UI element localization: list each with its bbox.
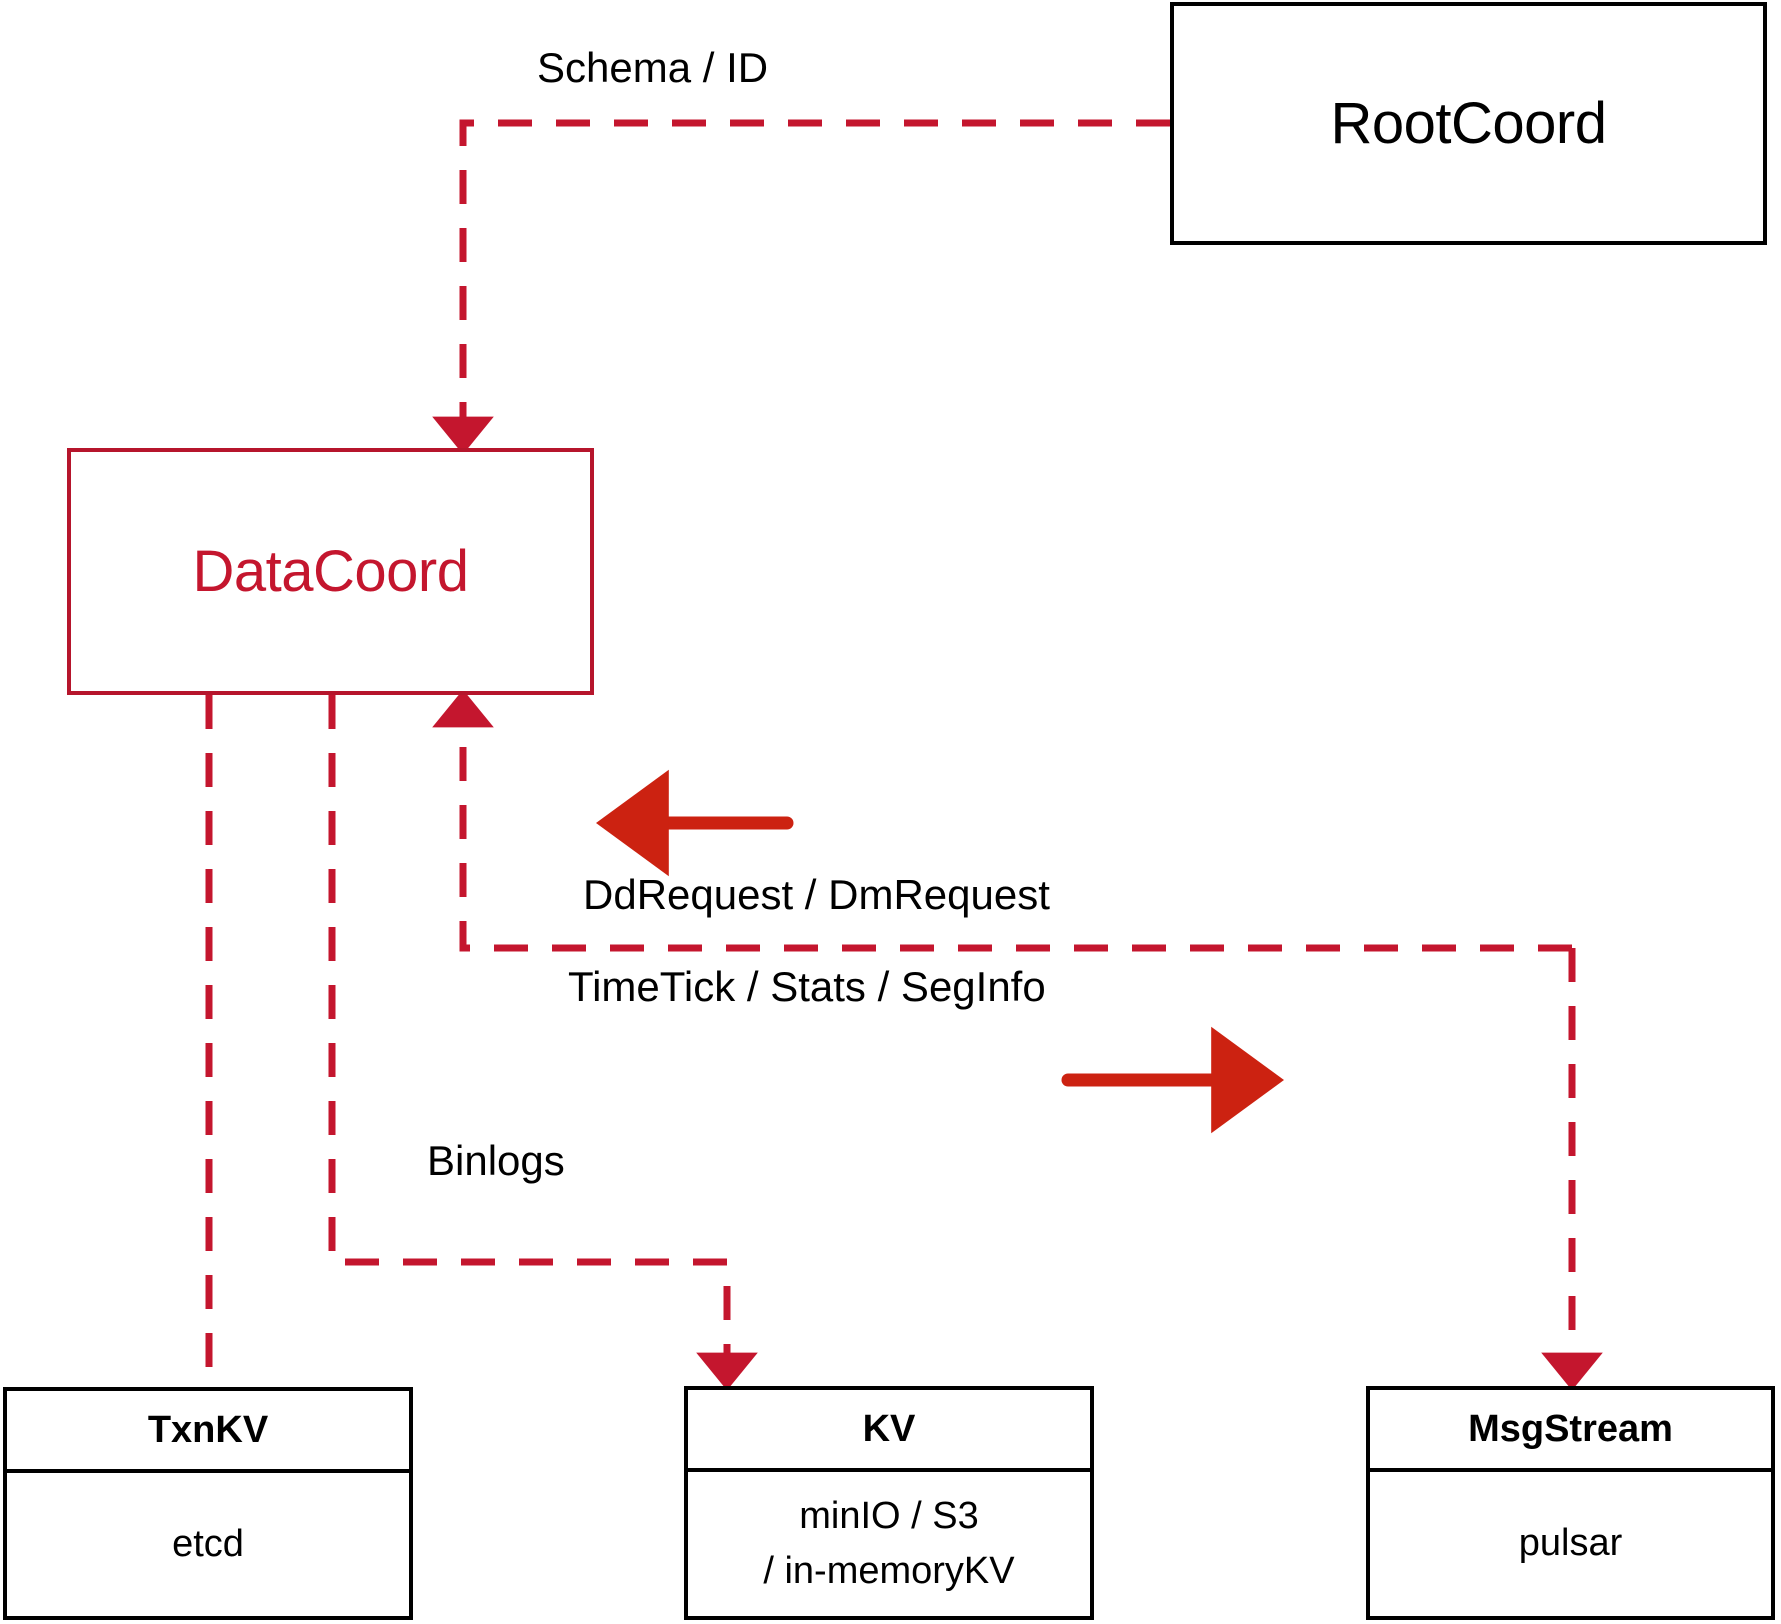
node-datacoord-label: DataCoord: [192, 538, 469, 604]
node-txnkv-line-0: etcd: [172, 1522, 244, 1565]
node-kv-body: minIO / S3 / in-memoryKV: [688, 1472, 1090, 1616]
edge-label-timetick-stats-seginfo: TimeTick / Stats / SegInfo: [568, 963, 1046, 1010]
node-txnkv-header: TxnKV: [7, 1391, 409, 1473]
edge-binlogs: [328, 695, 758, 1391]
node-rootcoord[interactable]: RootCoord: [1170, 2, 1767, 245]
node-kv-line-0: minIO / S3: [799, 1494, 979, 1537]
edge-label-schema-id: Schema / ID: [537, 44, 769, 91]
node-msgstream[interactable]: MsgStream pulsar: [1366, 1386, 1775, 1620]
node-datacoord[interactable]: DataCoord: [67, 448, 594, 695]
edge-label-binlogs: Binlogs: [427, 1137, 565, 1184]
node-rootcoord-label: RootCoord: [1330, 90, 1607, 156]
node-txnkv[interactable]: TxnKV etcd: [3, 1387, 413, 1620]
edge-schema-id: [432, 119, 1170, 455]
node-msgstream-line-0: pulsar: [1518, 1522, 1623, 1565]
node-kv-line-1: / in-memoryKV: [763, 1550, 1015, 1592]
node-txnkv-body: etcd: [7, 1473, 409, 1616]
edge-label-ddrequest-dmrequest: DdRequest / DmRequest: [583, 871, 1050, 918]
node-msgstream-header: MsgStream: [1370, 1390, 1771, 1472]
node-kv[interactable]: KV minIO / S3 / in-memoryKV: [684, 1386, 1094, 1620]
node-msgstream-body: pulsar: [1370, 1472, 1771, 1616]
node-kv-header: KV: [688, 1390, 1090, 1472]
